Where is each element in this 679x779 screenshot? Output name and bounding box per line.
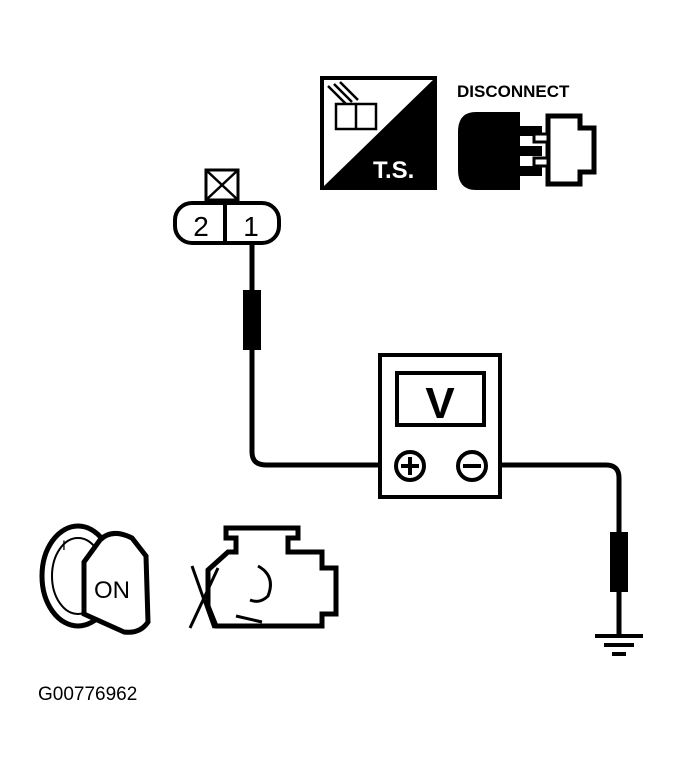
meter-mode: V [425,379,455,428]
engine-stop-mark-icon [188,565,220,629]
disconnect-label: DISCONNECT [457,82,570,101]
connector-pin-2: 2 [193,211,209,242]
engine-off-icon [188,525,339,629]
connector-pin-1: 1 [243,211,259,242]
figure-code: G00776962 [38,684,138,705]
connector-probe-icon [327,81,378,131]
ground-icon [595,634,643,656]
ignition-key-icon: I ON [39,523,151,635]
negative-probe-lead [492,462,628,636]
voltmeter: V [378,353,502,499]
positive-probe-lead [243,243,384,468]
ignition-on-label: ON [94,577,130,604]
ts-label: T.S. [373,157,414,184]
ignition-position-mark: I [62,537,66,553]
ts-icon: T.S. [320,76,437,190]
disconnect-icon: DISCONNECT [457,82,597,190]
harness-connector: 2 1 [173,168,281,245]
